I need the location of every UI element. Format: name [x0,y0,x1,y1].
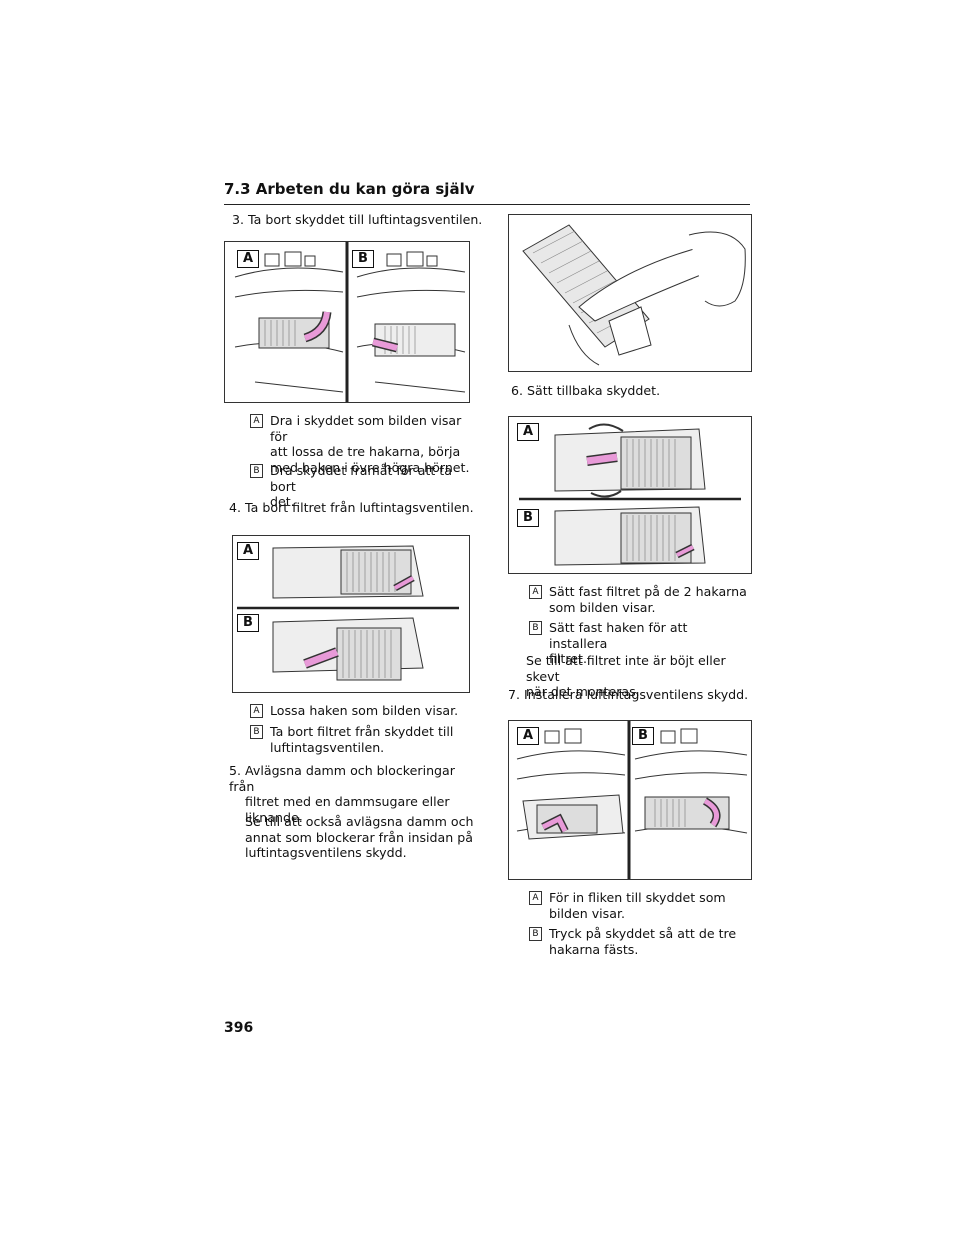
text-line: Sätt fast filtret på de 2 hakarna [549,584,747,599]
figure-reinstall-filter: A B [508,416,752,574]
step-7-heading: 7. Installera luftintagsventilens skydd. [508,687,749,702]
text-line: 5. Avlägsna damm och blockeringar från [229,763,455,794]
figure-label-a: A [517,727,539,745]
badge-b: B [250,725,263,739]
text-line: Se till att också avlägsna damm och [245,814,474,829]
figure-label-b: B [352,250,374,268]
text-line: För in fliken till skyddet som [549,890,726,905]
step-3-item-b-text: Dra skyddet framåt för att ta bort det. [270,463,470,510]
page-number: 396 [224,1020,254,1036]
figure-remove-cover: A B [224,241,470,403]
step-4-item-b-text: Ta bort filtret från skyddet till luftin… [270,724,453,755]
step-6-item-a-text: Sätt fast filtret på de 2 hakarna som bi… [549,584,747,615]
section-title: 7.3 Arbeten du kan göra själv [224,180,475,198]
step-7-item-b-text: Tryck på skyddet så att de tre hakarna f… [549,926,736,957]
text-line: Dra i skyddet som bilden visar för [270,413,462,444]
text-line: hakarna fästs. [549,941,639,957]
step-6-item-b-text: Sätt fast haken för att installera filtr… [549,620,749,667]
step-7-item-a-text: För in fliken till skyddet som bilden vi… [549,890,726,921]
badge-a: A [529,585,542,599]
step-4-item-a-text: Lossa haken som bilden visar. [270,703,458,719]
illustration-vacuum-filter [522,224,746,366]
badge-a: A [250,414,263,428]
figure-label-a: A [237,542,259,560]
step-3-item-a-text: Dra i skyddet som bilden visar för att l… [270,413,470,475]
text-line: luftintagsventilen. [270,739,385,755]
illustration-install-cover [516,721,748,879]
badge-a: A [250,704,263,718]
text-line: filtret. [549,651,587,666]
text-line: när det monteras. [526,684,640,699]
figure-label-b: B [237,614,259,632]
text-line: filtret med en dammsugare eller [245,794,450,809]
figure-vacuum-filter [508,214,752,372]
badge-b: B [250,464,263,478]
figure-install-cover: A B [508,720,752,880]
text-line: liknande. [245,809,303,825]
text-line: Sätt fast haken för att installera [549,620,688,651]
step-6-note: Se till att filtret inte är böjt eller s… [526,653,756,700]
text-line: Lossa haken som bilden visar. [270,703,459,718]
text-line: Tryck på skyddet så att de tre [549,926,737,941]
step-3-heading: 3. Ta bort skyddet till luftintagsventil… [232,212,483,227]
figure-label-b: B [632,727,654,745]
step-6-heading: 6. Sätt tillbaka skyddet. [511,383,661,398]
badge-b: B [529,927,542,941]
figure-label-b: B [517,509,539,527]
text-line: med haken i övre högra hörnet. [270,459,470,475]
badge-a: A [529,891,542,905]
text-line: luftintagsventilens skydd. [245,845,407,860]
text-line: bilden visar. [549,905,625,921]
text-line: annat som blockerar från insidan på [245,829,473,845]
text-line: Dra skyddet framåt för att ta bort [270,463,452,494]
step-4-heading: 4. Ta bort filtret från luftintagsventil… [229,500,474,515]
step-5-heading: 5. Avlägsna damm och blockeringar från f… [229,763,469,825]
text-line: Ta bort filtret från skyddet till [270,724,454,739]
badge-b: B [529,621,542,635]
text-line: som bilden visar. [549,599,656,615]
illustration-reinstall-filter [519,423,741,566]
illustration-remove-cover [234,242,466,402]
step-5-note: Se till att också avlägsna damm och anna… [245,814,475,861]
section-header: 7.3 Arbeten du kan göra själv [224,178,750,205]
text-line: att lossa de tre hakarna, börja [270,444,461,459]
text-line: det. [270,494,295,509]
figure-label-a: A [517,423,539,441]
figure-remove-filter: A B [232,535,470,693]
illustration-remove-filter [237,545,459,681]
figure-label-a: A [237,250,259,268]
text-line: Se till att filtret inte är böjt eller s… [526,653,726,684]
